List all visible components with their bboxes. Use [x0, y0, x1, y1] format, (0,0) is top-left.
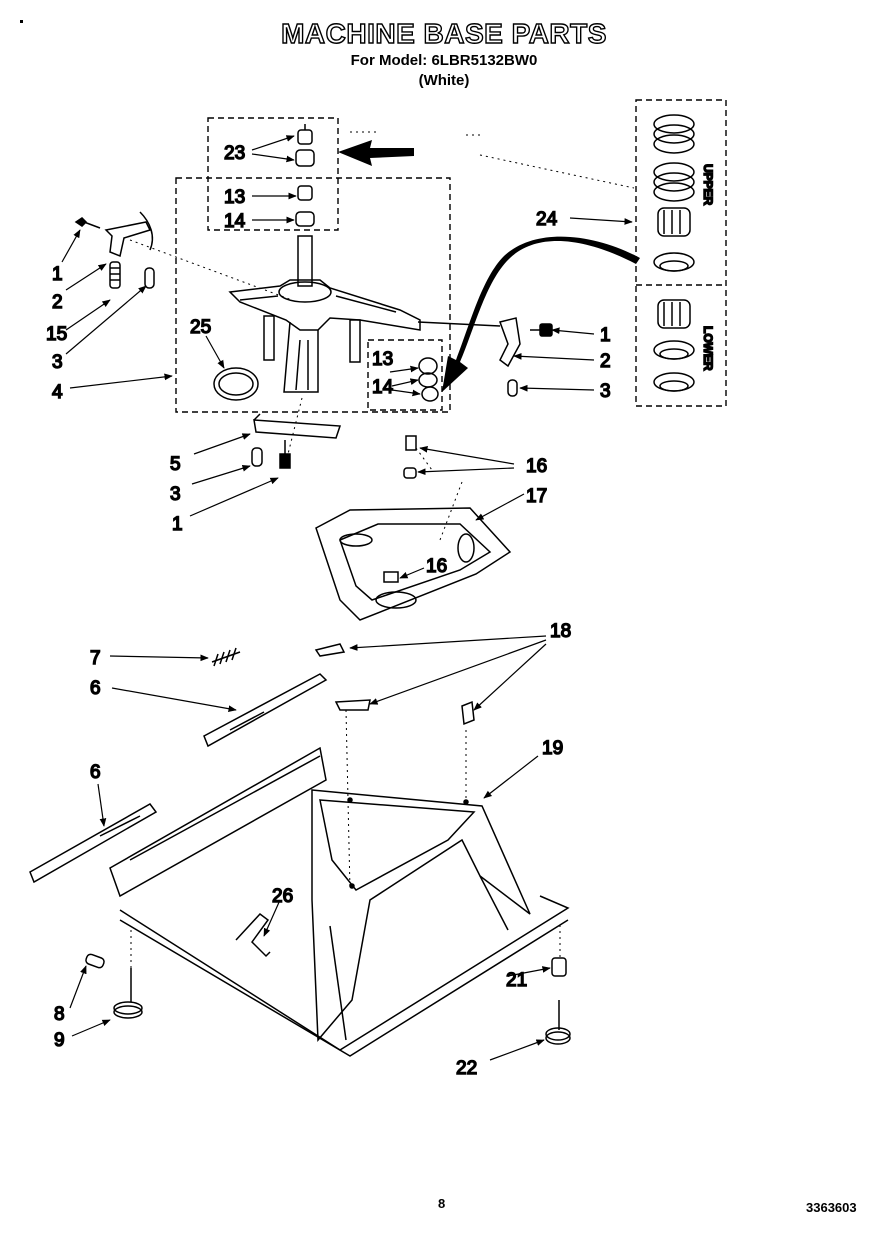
callout-24: 24 [536, 209, 558, 230]
bracket-assembly-left [74, 211, 155, 289]
corner-mark [20, 20, 23, 23]
ring-seal [213, 367, 259, 401]
callout-25: 25 [190, 317, 211, 338]
callout-14-top: 14 [224, 211, 246, 232]
clip-part [235, 912, 271, 958]
callout-3-right: 3 [600, 381, 611, 402]
callout-16-frame: 16 [426, 556, 447, 577]
callout-23: 23 [224, 143, 245, 164]
bracket-assembly-lower [251, 413, 342, 469]
callout-5: 5 [170, 454, 181, 475]
color-line: (White) [418, 72, 470, 89]
callout-4: 4 [52, 382, 63, 403]
bracket-assembly-right [499, 317, 553, 397]
suspension-frame [315, 435, 512, 621]
inset-label-lower: LOWER [701, 326, 715, 371]
gasket-kit-illustrations [653, 114, 695, 392]
callout-6-upper: 6 [90, 678, 101, 699]
leader-arrows [61, 135, 633, 1061]
callout-6-lower: 6 [90, 762, 101, 783]
callout-16-top: 16 [526, 456, 547, 477]
support-rails [29, 673, 328, 884]
callout-9: 9 [54, 1030, 65, 1051]
model-line: For Model: 6LBR5132BW0 [350, 52, 538, 69]
callout-7: 7 [90, 648, 101, 669]
direction-arrow-lower [442, 236, 640, 392]
spring-and-brackets [211, 643, 475, 726]
callout-3-lower: 3 [170, 484, 181, 505]
callout-15: 15 [46, 324, 67, 345]
callout-22: 22 [456, 1058, 477, 1079]
callout-13-top: 13 [224, 187, 245, 208]
inset-label-upper: UPPER [701, 164, 715, 206]
callout-18: 18 [550, 621, 571, 642]
callout-1-lower: 1 [172, 514, 183, 535]
leveling-leg-left [85, 953, 143, 1019]
callout-8: 8 [54, 1004, 65, 1025]
page-title: MACHINE BASE PARTS [280, 17, 607, 49]
callout-17: 17 [526, 486, 547, 507]
callout-26: 26 [272, 886, 293, 907]
callout-2-right: 2 [600, 351, 611, 372]
callout-3-left: 3 [52, 352, 63, 373]
callout-2-left: 2 [52, 292, 63, 313]
dashed-group-boxes [175, 99, 727, 413]
callout-14-inset: 14 [372, 377, 394, 398]
tub-support-spindle [228, 124, 501, 393]
callout-21: 21 [506, 970, 527, 991]
callout-19: 19 [542, 738, 563, 759]
page-number: 8 [438, 1196, 446, 1211]
callout-1-left: 1 [52, 264, 63, 285]
document-number: 3363603 [806, 1200, 857, 1215]
callout-13-inset: 13 [372, 349, 393, 370]
machine-base [109, 746, 570, 1057]
dotted-leaders [129, 131, 635, 968]
inset-bushings [418, 357, 439, 402]
leveling-leg-right [545, 957, 571, 1045]
direction-arrow-upper [338, 140, 414, 166]
callout-1-right: 1 [600, 325, 611, 346]
callout-labels: 23 13 14 24 1 2 15 3 4 25 13 14 1 2 3 5 … [45, 142, 611, 1080]
